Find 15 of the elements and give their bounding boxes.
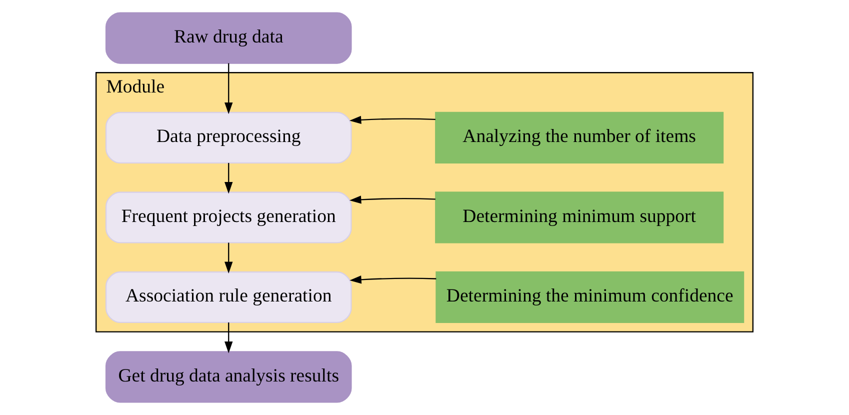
node-box: Data preprocessing <box>105 112 352 164</box>
node-box: Get drug data analysis results <box>105 351 352 403</box>
arrow <box>350 276 436 284</box>
arrow <box>349 116 436 124</box>
node-box: Analyzing the number of items <box>435 112 724 164</box>
arrow <box>224 242 233 274</box>
node-box: Raw drug data <box>105 12 352 64</box>
arrow <box>224 322 233 354</box>
arrow <box>349 196 436 204</box>
arrow <box>224 162 233 194</box>
node-box: Determining minimum support <box>435 192 724 244</box>
node-box: Association rule generation <box>105 271 352 324</box>
node-box: Frequent projects generation <box>105 192 352 244</box>
node-box: Determining the minimum confidence <box>436 271 744 324</box>
arrow <box>224 63 233 114</box>
